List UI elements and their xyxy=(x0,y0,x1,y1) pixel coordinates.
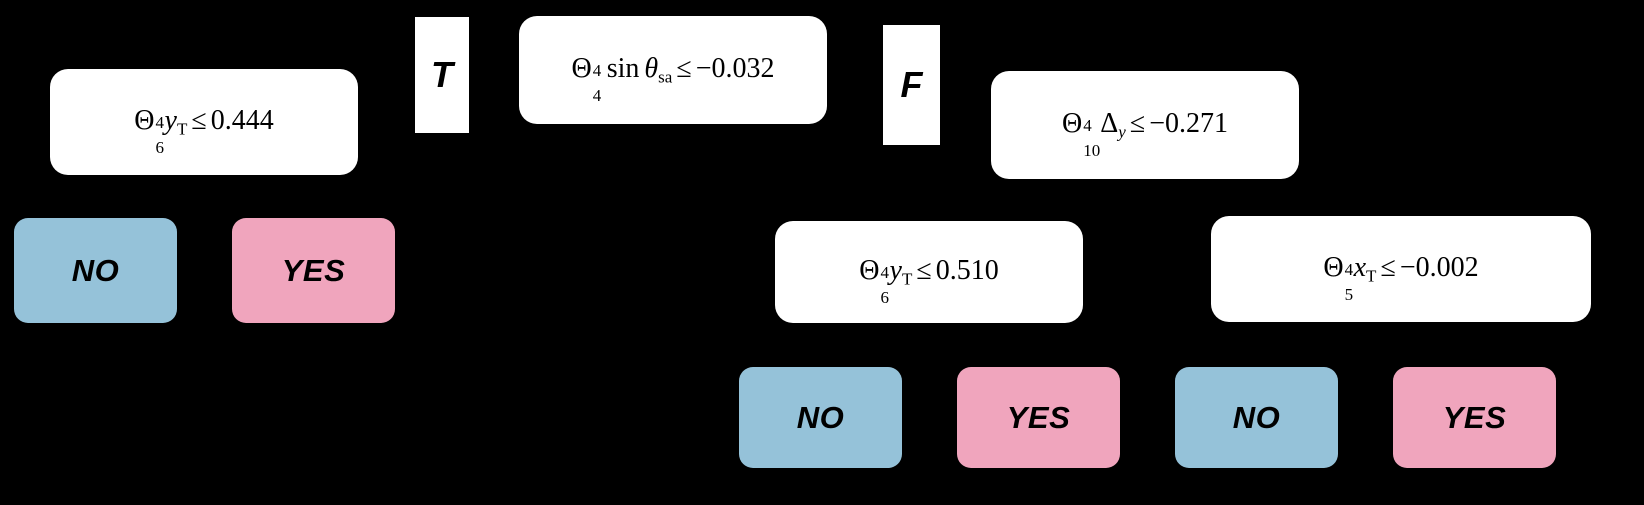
edge-label-true: T xyxy=(415,17,469,133)
threshold-value: −0.032 xyxy=(695,52,775,84)
variable-subscript: sa xyxy=(658,67,673,87)
edge-label-true-text: T xyxy=(431,54,453,95)
leaf-node-yes-3[interactable]: YES xyxy=(1393,367,1556,468)
variable-y: y xyxy=(164,104,177,136)
leaf-node-yes-2[interactable]: YES xyxy=(957,367,1120,468)
leq-operator: ≤ xyxy=(1129,107,1146,139)
leaf-label: NO xyxy=(796,400,845,435)
threshold-value: 0.444 xyxy=(210,104,274,136)
leaf-node-no-1[interactable]: NO xyxy=(14,218,177,323)
sin-function: sin xyxy=(606,52,640,84)
threshold-value: 0.510 xyxy=(935,254,999,286)
leaf-node-no-3[interactable]: NO xyxy=(1175,367,1338,468)
leq-operator: ≤ xyxy=(1380,251,1396,283)
variable-y: y xyxy=(889,254,902,286)
variable-theta: θ xyxy=(644,52,659,84)
leaf-label: NO xyxy=(71,253,120,288)
variable-subscript: y xyxy=(1118,122,1126,142)
variable-subscript: T xyxy=(176,119,188,139)
theta-glyph: Θ xyxy=(571,52,592,84)
leaf-label: YES xyxy=(1006,400,1071,435)
edge-label-false: F xyxy=(883,25,940,145)
threshold-value: −0.002 xyxy=(1399,251,1479,283)
edge-label-false-text: F xyxy=(900,64,923,105)
variable-x: x xyxy=(1353,251,1367,283)
theta-glyph: Θ xyxy=(134,104,155,136)
theta-glyph: Θ xyxy=(859,254,880,286)
leq-operator: ≤ xyxy=(916,254,932,286)
variable-subscript: T xyxy=(1366,266,1377,286)
leaf-node-no-2[interactable]: NO xyxy=(739,367,902,468)
variable-delta: Δ xyxy=(1100,107,1119,139)
leaf-label: YES xyxy=(281,253,346,288)
leq-operator: ≤ xyxy=(676,52,692,84)
leaf-label: YES xyxy=(1442,400,1507,435)
theta-glyph: Θ xyxy=(1062,107,1083,139)
theta-glyph: Θ xyxy=(1323,251,1344,283)
leaf-node-yes-1[interactable]: YES xyxy=(232,218,395,323)
variable-subscript: T xyxy=(901,269,913,289)
leq-operator: ≤ xyxy=(191,104,207,136)
leaf-label: NO xyxy=(1232,400,1281,435)
threshold-value: −0.271 xyxy=(1149,107,1228,139)
